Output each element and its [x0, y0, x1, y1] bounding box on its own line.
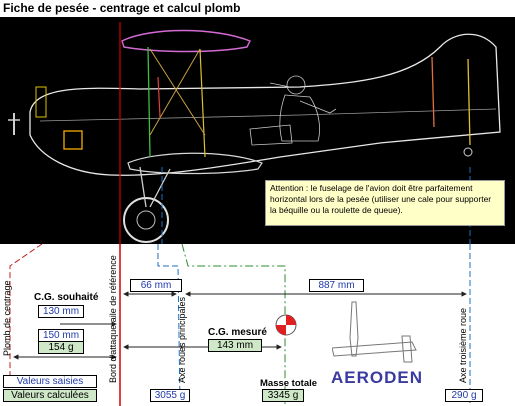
masse-totale-label: Masse totale: [260, 378, 318, 389]
axe-troisieme-roue-label: Axe troisième roue: [458, 307, 468, 383]
masse-troisieme-input[interactable]: 290 g: [445, 389, 483, 402]
plomb-centrage-label: Plomb de centrage: [2, 280, 12, 356]
plomb-g-value: 154 g: [38, 341, 84, 354]
attention-note: Attention : le fuselage de l'avion doit …: [265, 180, 505, 226]
masse-totale-value: 3345 g: [262, 389, 304, 402]
page-title: Fiche de pesée - centrage et calcul plom…: [3, 1, 241, 15]
airplane-drawing: [0, 17, 515, 244]
dist-troisieme-input[interactable]: 887 mm: [309, 279, 364, 292]
legend-calculees: Valeurs calculées: [3, 389, 97, 402]
cg-mesure-label: C.G. mesuré: [208, 327, 267, 338]
dist-roues-input[interactable]: 66 mm: [130, 279, 182, 292]
airplane-plan-icon: [332, 301, 417, 363]
cg-souhaite-input[interactable]: 130 mm: [38, 305, 84, 318]
aeroden-logo: AERODEN: [331, 368, 424, 387]
axe-roues-principales-label: Axe roues principales: [177, 296, 187, 383]
cg-target-icon: [275, 314, 297, 336]
bord-attaque-label: Bord d'attaque aile de référence: [108, 255, 118, 383]
masse-roues-input[interactable]: 3055 g: [150, 389, 190, 402]
cg-souhaite-label: C.G. souhaité: [34, 292, 99, 303]
cg-mesure-value: 143 mm: [208, 339, 262, 352]
legend-saisies: Valeurs saisies: [3, 375, 97, 388]
